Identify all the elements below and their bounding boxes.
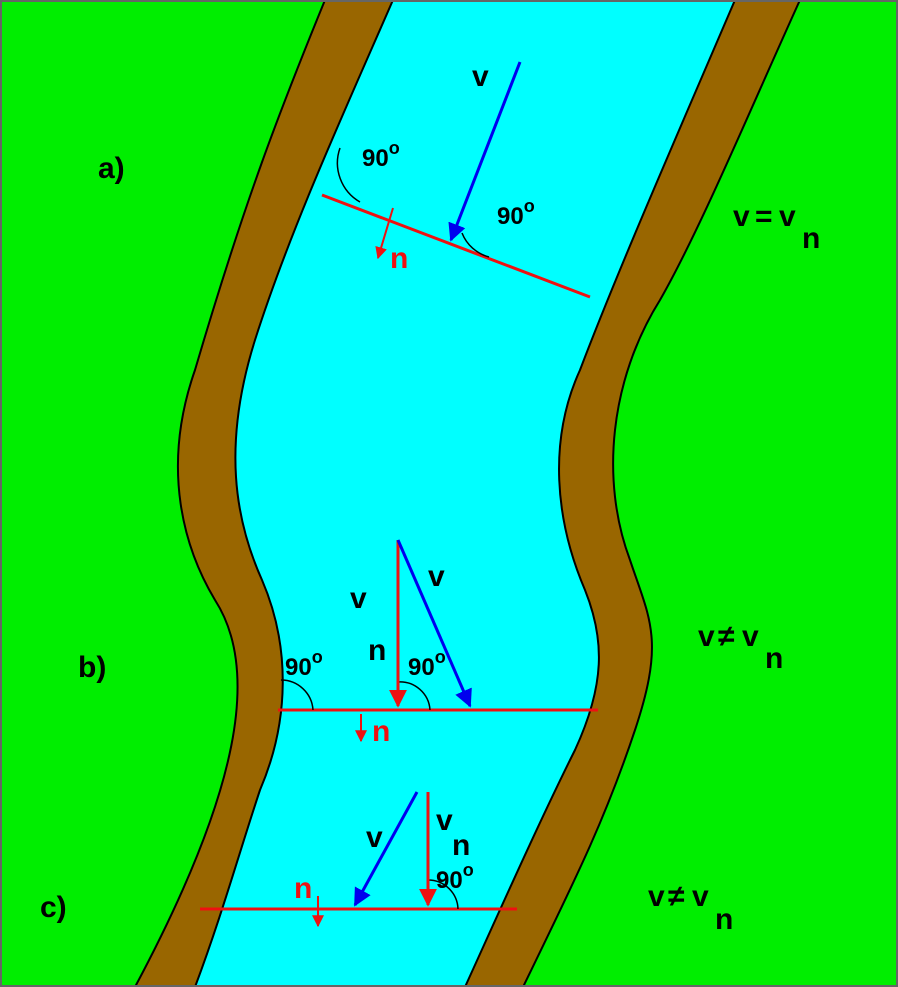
case-a-group: a) v n 90o 90o v = v n <box>98 60 820 299</box>
svg-text:v: v <box>648 880 665 913</box>
case-c-relation: v ≠ v n <box>648 880 733 936</box>
right-angle-arc-icon <box>397 681 431 711</box>
case-c-normal-label: n <box>294 872 312 905</box>
svg-text:n: n <box>715 903 733 936</box>
svg-text:v: v <box>698 620 715 653</box>
case-b-angle-mid: 90o <box>408 647 446 681</box>
case-b-relation: v ≠ v n <box>698 620 783 675</box>
case-c-normal-component-label: v <box>436 804 453 837</box>
case-b-velocity-label: v <box>428 560 445 593</box>
case-a-velocity-label: v <box>472 60 489 93</box>
svg-text:n: n <box>765 642 783 675</box>
svg-text:≠: ≠ <box>668 880 685 913</box>
case-b-angle-left: 90o <box>285 647 323 681</box>
case-b-normal-component-label: v <box>350 582 367 615</box>
case-a-normal-arrow <box>375 207 394 260</box>
case-a-normal-label: n <box>390 242 408 275</box>
svg-text:n: n <box>802 222 820 255</box>
case-a-angle-left: 90o <box>362 138 400 172</box>
svg-text:v: v <box>742 620 759 653</box>
case-c-velocity-label: v <box>366 821 383 854</box>
svg-text:v: v <box>779 200 796 233</box>
right-angle-arc-icon <box>336 147 361 203</box>
case-c-normal-component-sub: n <box>452 829 470 862</box>
case-b-velocity-arrow <box>396 539 472 708</box>
case-c-tag: c) <box>40 891 67 924</box>
case-a-relation: v = v n <box>733 200 820 255</box>
svg-text:≠: ≠ <box>718 620 735 653</box>
right-angle-arc-icon <box>280 679 314 711</box>
case-b-group: b) v v n n 90o 90o v ≠ v n <box>78 539 783 748</box>
case-c-velocity-arrow <box>353 791 419 907</box>
case-a-tag: a) <box>98 152 125 185</box>
svg-text:=: = <box>755 200 773 233</box>
case-c-angle-mid: 90o <box>436 860 474 894</box>
case-c-group: c) v v n n 90o v ≠ v n <box>40 791 733 936</box>
svg-text:v: v <box>733 200 750 233</box>
case-b-normal-component-sub: n <box>368 634 386 667</box>
case-a-angle-right: 90o <box>497 196 535 230</box>
svg-text:v: v <box>692 880 709 913</box>
case-b-normal-label: n <box>372 715 390 748</box>
case-a-cross-section-line <box>321 193 591 299</box>
case-b-tag: b) <box>78 651 106 684</box>
right-angle-arc-icon <box>427 879 459 910</box>
case-a-velocity-arrow <box>448 61 522 242</box>
